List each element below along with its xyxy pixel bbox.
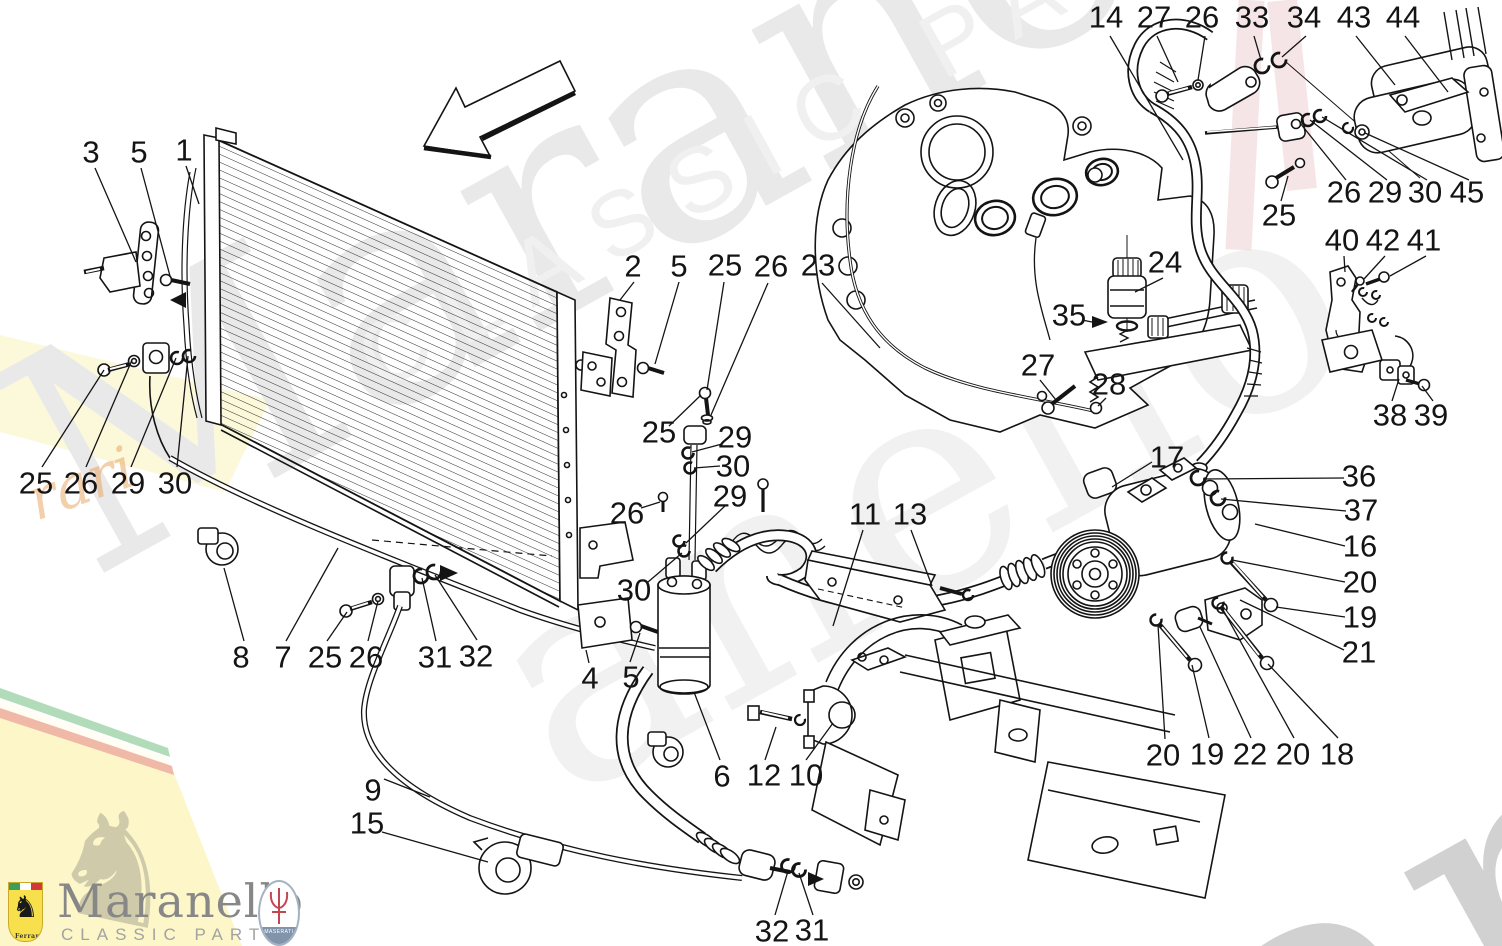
part-callout-11: 11 [848, 496, 882, 532]
part-callout-5: 5 [130, 134, 148, 170]
part-callout-29: 29 [712, 478, 748, 514]
part-callout-19: 19 [1342, 599, 1378, 635]
ferrari-badge: ♞ Ferrari [8, 882, 43, 942]
compressor-group [1050, 457, 1279, 673]
part-callout-34: 34 [1286, 0, 1322, 35]
part-callout-26: 26 [63, 465, 99, 501]
part-callout-16: 16 [1342, 528, 1378, 564]
pipe-clamp-8 [197, 527, 239, 566]
part-callout-29: 29 [717, 419, 753, 455]
footer-logo: ♞ Ferrari Maranello CLASSIC PARTS MASERA… [0, 872, 320, 946]
part-callout-43: 43 [1336, 0, 1372, 35]
part-callout-44: 44 [1385, 0, 1421, 35]
part-callout-4: 4 [581, 660, 599, 696]
part-callout-24: 24 [1147, 244, 1183, 280]
ferrari-badge-label: Ferrari [15, 933, 42, 940]
pipe-clamp-15 [472, 833, 564, 895]
part-callout-2: 2 [624, 248, 642, 284]
part-callout-5: 5 [670, 248, 688, 284]
direction-arrow [422, 59, 577, 160]
part-callout-20: 20 [1145, 737, 1181, 773]
part-callout-28: 28 [1091, 366, 1127, 402]
maserati-badge-band: MASERATI [260, 927, 298, 944]
part-callout-30: 30 [1407, 174, 1443, 210]
center-fitting-column [672, 386, 714, 561]
part-callout-37: 37 [1343, 492, 1379, 528]
part-callout-26: 26 [1326, 174, 1362, 210]
maserati-badge-label: MASERATI [264, 929, 294, 935]
part-callout-41: 41 [1406, 222, 1442, 258]
part-callout-25: 25 [1261, 197, 1297, 233]
part-callout-13: 13 [892, 496, 928, 532]
part-callout-18: 18 [1319, 736, 1355, 772]
part-callout-35: 35 [1051, 297, 1087, 333]
part-callout-6: 6 [713, 758, 731, 794]
part-callout-12: 12 [746, 757, 782, 793]
part-callout-23: 23 [800, 247, 836, 283]
part-callout-31: 31 [794, 912, 830, 946]
part-callout-29: 29 [1367, 174, 1403, 210]
pipe-clip [647, 731, 684, 768]
upper-left-bracket-group [83, 221, 191, 308]
part-callout-17: 17 [1149, 439, 1185, 475]
part-callout-45: 45 [1449, 174, 1485, 210]
part-callout-27: 27 [1136, 0, 1172, 35]
top-right-fitting-group [1155, 51, 1421, 179]
italian-stripe [9, 883, 42, 890]
brand-tagline: CLASSIC PARTS [61, 925, 285, 944]
receiver-dryer-group [577, 491, 711, 695]
bracket-2-group [575, 297, 665, 398]
part-callout-30: 30 [157, 465, 193, 501]
part-callout-26: 26 [348, 639, 384, 675]
leader-lines [41, 35, 1470, 916]
bracket-40-group [1321, 265, 1431, 392]
part-callout-25: 25 [307, 639, 343, 675]
part-callout-7: 7 [274, 639, 292, 675]
part-callout-25: 25 [707, 247, 743, 283]
part-callout-42: 42 [1365, 222, 1401, 258]
part-callout-30: 30 [715, 448, 751, 484]
part-callout-36: 36 [1341, 458, 1377, 494]
part-callout-26: 26 [609, 495, 645, 531]
part-callout-39: 39 [1413, 397, 1449, 433]
part-callout-14: 14 [1088, 0, 1124, 35]
subframe-group [747, 614, 1226, 899]
left-fitting-group [97, 342, 197, 459]
part-callout-32: 32 [458, 638, 494, 674]
damper-assembly-group [1204, 6, 1502, 189]
trident-icon [269, 888, 289, 924]
part-callout-38: 38 [1372, 397, 1408, 433]
part-callout-20: 20 [1342, 564, 1378, 600]
part-callout-26: 26 [753, 248, 789, 284]
part-callout-29: 29 [110, 465, 146, 501]
bracket-11 [804, 550, 975, 623]
part-callout-20: 20 [1275, 736, 1311, 772]
part-callout-25: 25 [18, 465, 54, 501]
part-callout-31: 31 [417, 639, 453, 675]
condenser-core [181, 126, 579, 612]
part-callout-30: 30 [616, 572, 652, 608]
part-callout-1: 1 [175, 132, 193, 168]
part-callout-40: 40 [1324, 222, 1360, 258]
part-callout-21: 21 [1341, 634, 1377, 670]
part-callout-26: 26 [1184, 0, 1220, 35]
part-callout-32: 32 [754, 913, 790, 946]
part-callout-8: 8 [232, 639, 250, 675]
part-callout-10: 10 [788, 757, 824, 793]
pipe-9-core [362, 605, 743, 880]
part-callout-19: 19 [1189, 736, 1225, 772]
part-callout-3: 3 [82, 134, 100, 170]
part-callout-25: 25 [641, 414, 677, 450]
part-callout-9: 9 [364, 772, 382, 808]
part-callout-27: 27 [1020, 347, 1056, 383]
part-callout-33: 33 [1234, 0, 1270, 35]
maserati-badge: MASERATI [258, 880, 300, 946]
part-callout-15: 15 [349, 805, 385, 841]
hose-to-rear-fitting [615, 666, 864, 895]
part-callout-22: 22 [1232, 736, 1268, 772]
hose-14 [1087, 18, 1263, 474]
prancing-horse-icon: ♞ [12, 890, 39, 925]
part-callout-5: 5 [622, 659, 640, 695]
